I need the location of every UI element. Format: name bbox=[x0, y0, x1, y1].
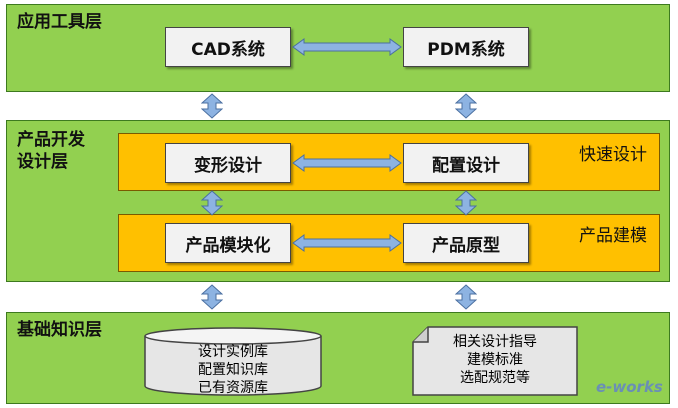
basic-knowledge-layer-title: 基础知识层 bbox=[17, 320, 102, 340]
product-prototype-box: 产品原型 bbox=[403, 223, 529, 263]
watermark-text: e-works bbox=[596, 378, 663, 396]
document-line-design-guidance: 相关设计指导 bbox=[453, 334, 537, 350]
modular-prototype-arrow bbox=[292, 234, 402, 252]
pdm-system-box: PDM系统 bbox=[403, 27, 529, 67]
rapid-to-modeling-arrow-left bbox=[201, 190, 223, 216]
database-line-existing-resources: 已有资源库 bbox=[198, 380, 268, 396]
design-guideline-document: 相关设计指导 建模标准 选配规范等 bbox=[412, 326, 578, 396]
rapid-to-modeling-arrow-right bbox=[455, 190, 477, 216]
app-to-product-arrow-right bbox=[455, 93, 477, 119]
document-line-modeling-standards: 建模标准 bbox=[467, 352, 523, 368]
rapid-design-label: 快速设计 bbox=[579, 145, 647, 165]
product-to-base-arrow-right bbox=[455, 284, 477, 310]
product-design-title-line2: 设计层 bbox=[17, 152, 68, 172]
app-tool-layer: 应用工具层 bbox=[6, 4, 670, 92]
product-modeling-label: 产品建模 bbox=[579, 226, 647, 246]
variant-design-box: 变形设计 bbox=[165, 143, 291, 183]
document-line-config-specs: 选配规范等 bbox=[460, 370, 530, 386]
product-design-title-line1: 产品开发 bbox=[17, 130, 85, 150]
knowledge-database-cylinder: 设计实例库 配置知识库 已有资源库 bbox=[143, 326, 323, 398]
document-text: 相关设计指导 建模标准 选配规范等 bbox=[412, 333, 578, 387]
configuration-design-box: 配置设计 bbox=[403, 143, 529, 183]
product-modularization-box: 产品模块化 bbox=[165, 223, 291, 263]
database-line-design-cases: 设计实例库 bbox=[198, 344, 268, 360]
app-tool-layer-title: 应用工具层 bbox=[17, 12, 102, 32]
cad-pdm-arrow bbox=[292, 38, 402, 56]
app-to-product-arrow-left bbox=[201, 93, 223, 119]
cad-system-box: CAD系统 bbox=[165, 27, 291, 67]
database-text: 设计实例库 配置知识库 已有资源库 bbox=[143, 343, 323, 397]
e-works-watermark: e-works bbox=[596, 378, 663, 396]
product-to-base-arrow-left bbox=[201, 284, 223, 310]
database-line-config-knowledge: 配置知识库 bbox=[198, 362, 268, 378]
product-design-layer-title: 产品开发 设计层 bbox=[17, 129, 85, 173]
variant-config-arrow bbox=[292, 154, 402, 172]
